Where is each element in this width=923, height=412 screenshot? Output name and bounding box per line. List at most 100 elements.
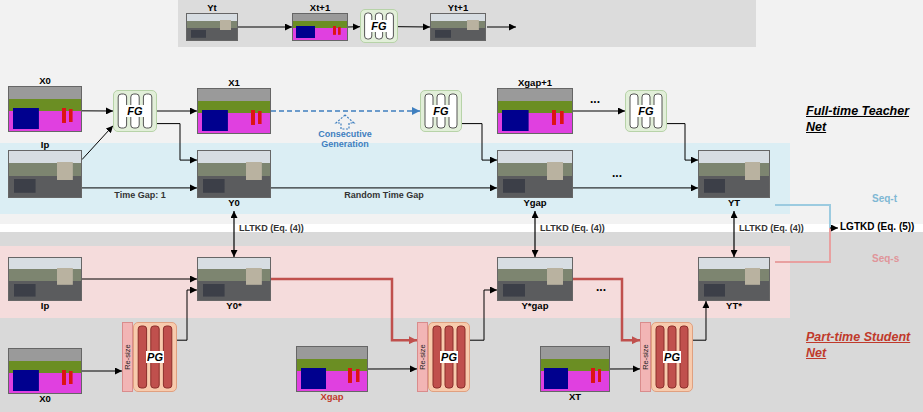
frame-label: Xt+1 — [310, 3, 330, 13]
output-arrow — [487, 27, 516, 28]
frame-label: Yt+1 — [448, 3, 468, 13]
module-name: FG — [432, 105, 449, 117]
student-ground — [0, 232, 923, 412]
loss-label: LGTKD (Eq. (5)) — [840, 221, 914, 232]
video-frame: Ygap — [497, 150, 573, 198]
segmentation-map: X0 — [8, 348, 82, 394]
step-band — [178, 0, 756, 47]
ellipsis: ... — [590, 93, 600, 106]
layer-bar — [680, 326, 688, 388]
edge-label: LLTKD (Eq. (4)) — [739, 224, 804, 234]
student-sequence-band — [0, 246, 790, 318]
frame-label: YT — [728, 198, 740, 208]
network-panel: IpY0*Y*gapYT*X0Re-sizePGXgapRe-sizePGXTR… — [0, 232, 923, 412]
segmentation-map: X0 — [8, 86, 82, 132]
frame-label: Yt — [207, 3, 217, 13]
video-frame: Yt — [186, 13, 238, 41]
connector — [271, 279, 417, 340]
connector — [573, 187, 698, 188]
layer-bar — [654, 94, 662, 128]
gtkd-arrow — [830, 228, 838, 229]
segmentation-map: Xgap+1 — [497, 88, 573, 134]
frame-label: X1 — [228, 78, 240, 88]
teacher-sequence-band — [0, 143, 790, 214]
panel-title: Full-time Teacher Net — [806, 104, 911, 135]
segmentation-map: Xt+1 — [292, 13, 348, 41]
sequence-tag: Seq-s — [872, 253, 899, 264]
full-time-generator: FG — [420, 90, 462, 132]
connector — [82, 279, 197, 280]
ellipsis: ... — [596, 281, 606, 294]
connector — [462, 124, 497, 160]
resize-block: Re-size — [122, 322, 133, 392]
module-name: PG — [440, 351, 458, 363]
resize-block: Re-size — [417, 322, 428, 392]
connector — [238, 27, 292, 28]
frame-label: Xgap+1 — [518, 78, 552, 88]
frame-label: Y0 — [228, 198, 240, 208]
edge-label: LLTKD (Eq. (4)) — [540, 224, 605, 234]
connector — [368, 368, 417, 369]
module-name: PG — [146, 351, 164, 363]
connector — [82, 126, 113, 160]
full-time-generator: FG — [113, 90, 157, 132]
frame-label: Ygap — [523, 198, 546, 208]
dashed-up-arrow — [336, 115, 354, 129]
video-frame: YT* — [698, 257, 770, 301]
part-time-generator: PG — [428, 322, 470, 392]
connector — [82, 110, 113, 111]
frame-label: Y*gap — [522, 301, 549, 311]
part-time-generator: PG — [133, 322, 177, 392]
edge-label: Random Time Gap — [344, 191, 423, 201]
full-time-generator: FG — [625, 90, 667, 132]
connector — [470, 290, 497, 340]
frame-label: Ip — [41, 140, 49, 150]
connector — [667, 124, 698, 160]
connector — [82, 187, 197, 188]
video-frame: YT — [698, 150, 770, 198]
full-time-generator: FG — [360, 9, 398, 43]
frame-label: Xgap — [320, 392, 343, 402]
connector — [693, 301, 706, 340]
panel-title: Part-time Student Net — [806, 330, 916, 361]
edge-label: LLTKD (Eq. (4)) — [239, 224, 304, 234]
segmentation-map: X1 — [197, 88, 271, 134]
frame-label: Y0* — [226, 301, 241, 311]
connector — [157, 111, 197, 112]
connector — [573, 111, 625, 112]
connector — [157, 124, 197, 160]
layer-bar — [118, 94, 126, 128]
segmentation-map: Xgap — [296, 346, 368, 392]
connector — [534, 211, 535, 257]
ellipsis: ... — [612, 167, 622, 180]
layer-bar — [163, 326, 171, 388]
connector — [233, 211, 234, 257]
connector — [573, 279, 640, 340]
frame-label: X0 — [39, 394, 51, 404]
video-frame: Y0* — [197, 257, 271, 301]
frame-label: X0 — [39, 76, 51, 86]
resize-block: Re-size — [640, 322, 651, 392]
connector — [733, 211, 734, 257]
video-frame: Y*gap — [497, 257, 573, 301]
connector — [82, 371, 122, 372]
connector — [348, 26, 360, 27]
module-name: Re-size — [641, 344, 649, 369]
module-name: FG — [126, 105, 143, 117]
frame-label: YT* — [726, 301, 742, 311]
module-name: Re-size — [418, 344, 426, 369]
video-frame: Ip — [8, 150, 82, 198]
connector — [610, 368, 640, 369]
layer-bar — [457, 326, 465, 388]
part-time-generator: PG — [651, 322, 693, 392]
teacher-ground — [0, 0, 923, 224]
sequence-tag: Seq-t — [872, 193, 897, 204]
connector — [271, 187, 497, 188]
module-name: FG — [370, 20, 387, 32]
segmentation-map: XT — [540, 346, 610, 392]
video-frame: Yt+1 — [430, 13, 486, 41]
module-name: Re-size — [123, 344, 131, 369]
module-name: PG — [663, 351, 681, 363]
